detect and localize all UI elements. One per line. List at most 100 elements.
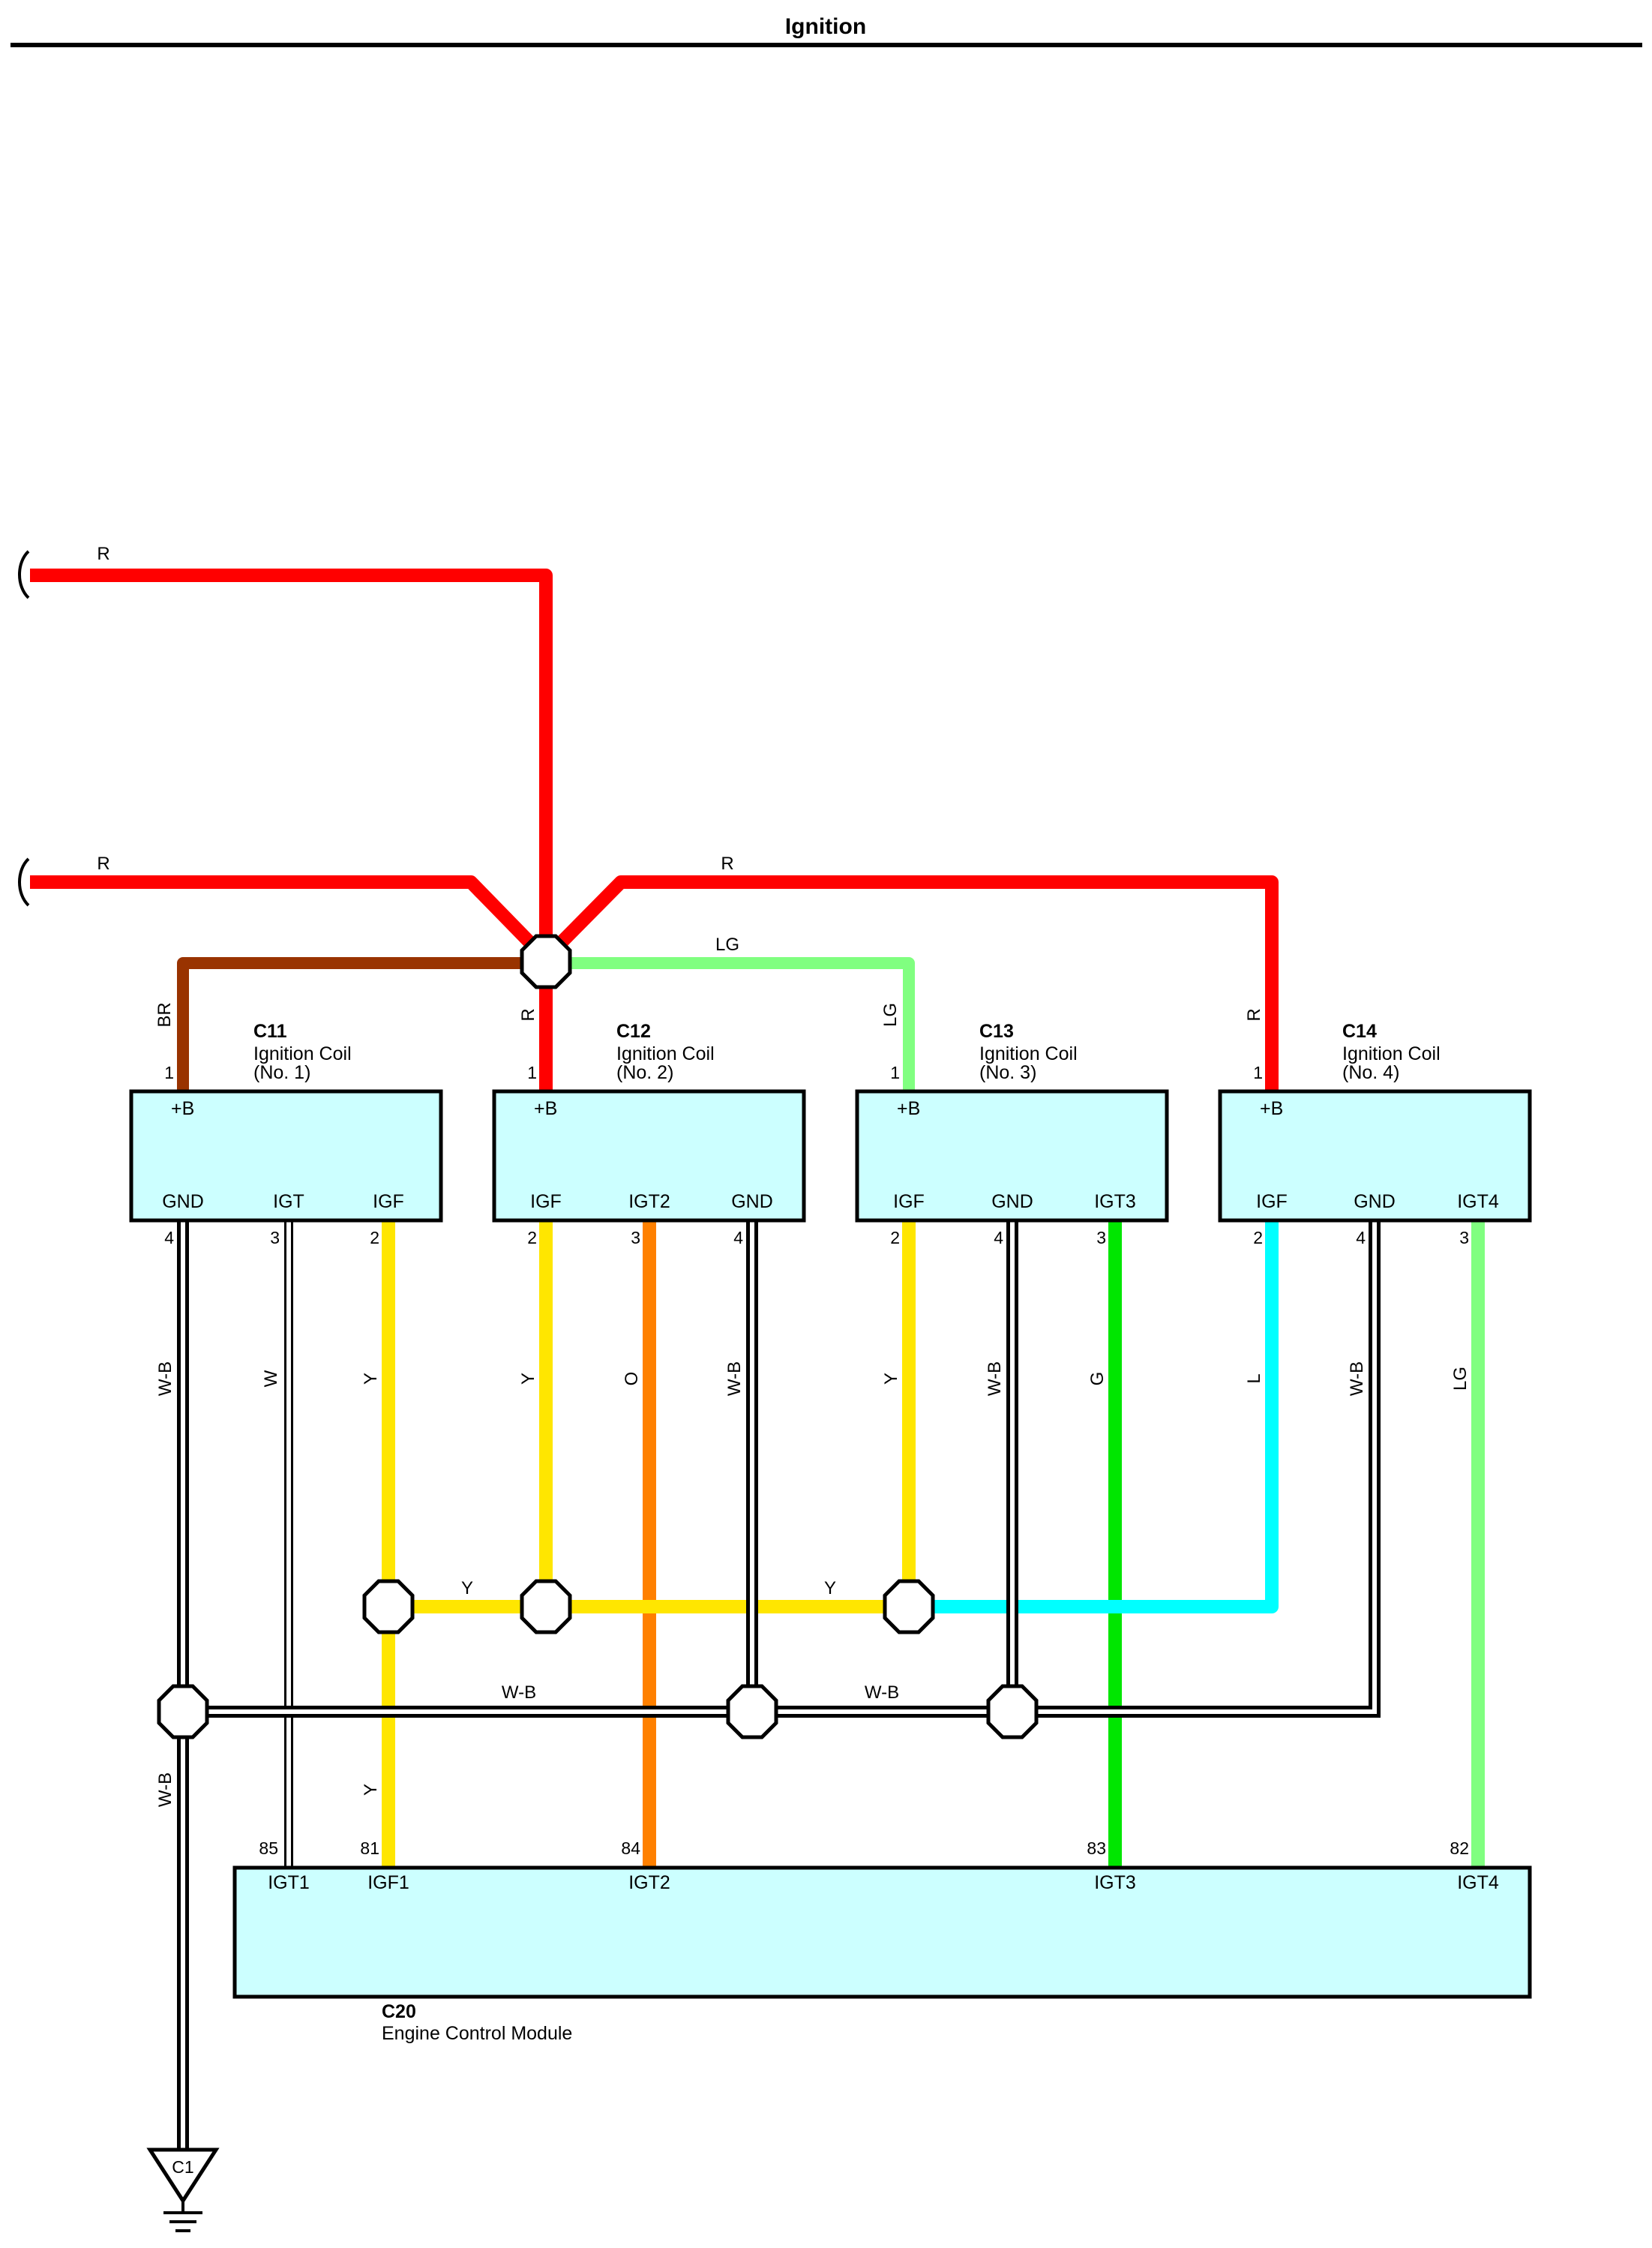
- wire-label: R: [1244, 1008, 1264, 1021]
- terminal-label: GND: [731, 1191, 773, 1212]
- splice-gnd-c11: [157, 1684, 209, 1739]
- terminal-label: IGF1: [367, 1872, 409, 1893]
- wire-label: Y: [361, 1373, 381, 1385]
- ground-bus: [183, 1220, 1381, 1718]
- wire-label: R: [97, 854, 109, 874]
- pin-number: 3: [1459, 1228, 1469, 1247]
- terminal-label: IGF: [893, 1191, 925, 1212]
- terminal-label: +B: [534, 1098, 557, 1119]
- wire-label: O: [622, 1372, 642, 1386]
- coil-c13: C13 Ignition Coil (No. 3) +B IGF GND IGT…: [855, 1021, 1169, 1396]
- pin-number: 4: [733, 1228, 743, 1247]
- wire-label: Y: [518, 1373, 538, 1385]
- pin-number: 82: [1450, 1838, 1469, 1858]
- wire-label: W: [261, 1370, 281, 1387]
- ecm-c20: IGT1 IGF1 IGT2 IGT3 IGT4 85 81 84 83 82 …: [232, 1838, 1532, 2044]
- pin-number: 85: [259, 1838, 278, 1858]
- ground-label: C1: [172, 2157, 193, 2177]
- terminal-label: IGT2: [628, 1872, 670, 1893]
- wire-label: R: [518, 1008, 538, 1021]
- pin-number: 4: [164, 1228, 174, 1247]
- terminal-label: +B: [897, 1098, 920, 1119]
- connector-name: Ignition Coil: [1342, 1043, 1441, 1064]
- wire-label: W-B: [502, 1682, 536, 1703]
- terminal-label: +B: [171, 1098, 194, 1119]
- pin-number: 83: [1087, 1838, 1106, 1858]
- terminal-label: IGT3: [1094, 1191, 1136, 1212]
- wire-label: Y: [824, 1578, 836, 1598]
- wire-label: W-B: [155, 1361, 175, 1396]
- coil-c12: C12 Ignition Coil (No. 2) +B IGF IGT2 GN…: [492, 1021, 806, 1396]
- wire-label: BR: [154, 1002, 175, 1027]
- pin-number: 1: [527, 1063, 537, 1082]
- splice-gnd-c12: [726, 1684, 778, 1739]
- wire-label: LG: [715, 935, 739, 955]
- wire-label: R: [97, 544, 109, 564]
- connector-id: C11: [253, 1021, 287, 1042]
- pin-number: 3: [631, 1228, 640, 1247]
- connector-name: Ignition Coil: [253, 1043, 352, 1064]
- pin-number: 2: [1253, 1228, 1263, 1247]
- connector-sub: (No. 2): [616, 1062, 673, 1083]
- connector-name: Ignition Coil: [979, 1043, 1078, 1064]
- terminal-label: IGT3: [1094, 1872, 1136, 1893]
- splice-igf-c11: [362, 1579, 415, 1634]
- terminal-label: GND: [1354, 1191, 1396, 1212]
- terminal-label: IGT4: [1457, 1872, 1499, 1893]
- connector-id: C12: [616, 1021, 651, 1042]
- pin-number: 1: [890, 1063, 900, 1082]
- wire-break-icon: [18, 857, 30, 907]
- wire-label: LG: [1450, 1367, 1471, 1391]
- l-wire-igf-c14: [909, 1220, 1279, 1613]
- wire-label: Y: [881, 1373, 901, 1385]
- lg-wire: [546, 957, 915, 1091]
- terminal-label: IGF: [373, 1191, 404, 1212]
- pin-number: 4: [1356, 1228, 1366, 1247]
- wire-label: W-B: [865, 1682, 899, 1703]
- wire-label: W-B: [1347, 1361, 1367, 1396]
- coil-c14: C14 Ignition Coil (No. 4) +B IGF GND IGT…: [1218, 1021, 1532, 1396]
- pin-number: 84: [621, 1838, 640, 1858]
- wire-label: G: [1087, 1372, 1108, 1386]
- pin-number: 3: [1096, 1228, 1106, 1247]
- wire-label: LG: [880, 1003, 901, 1027]
- connector-id: C14: [1342, 1021, 1377, 1042]
- terminal-label: IGT1: [268, 1872, 310, 1893]
- splice-gnd-c13: [986, 1684, 1039, 1739]
- splices: [157, 1579, 1039, 1739]
- connector-sub: (No. 1): [253, 1062, 310, 1083]
- splice-junction: [520, 934, 572, 989]
- ground-c1: C1: [146, 2147, 220, 2232]
- terminal-label: IGT2: [628, 1191, 670, 1212]
- terminal-label: IGF: [530, 1191, 562, 1212]
- pin-number: 4: [994, 1228, 1003, 1247]
- wire-label: Y: [461, 1578, 473, 1598]
- red-feed-upper: R: [18, 544, 553, 961]
- pin-number: 2: [370, 1228, 379, 1247]
- connector-sub: (No. 3): [979, 1062, 1036, 1083]
- terminal-label: GND: [991, 1191, 1033, 1212]
- pin-number: 2: [890, 1228, 900, 1247]
- splice-igf-c13: [883, 1579, 935, 1634]
- red-feed-c14: R: [553, 854, 1279, 1091]
- connector-sub: (No. 4): [1342, 1062, 1399, 1083]
- terminal-label: IGT4: [1457, 1191, 1499, 1212]
- pin-number: 2: [527, 1228, 537, 1247]
- wire-label: W-B: [985, 1361, 1005, 1396]
- terminal-label: GND: [162, 1191, 204, 1212]
- connector-name: Ignition Coil: [616, 1043, 715, 1064]
- pin-number: 81: [360, 1838, 379, 1858]
- wire-label: W-B: [155, 1772, 175, 1807]
- wire-label: W-B: [724, 1361, 745, 1396]
- connector-name: Engine Control Module: [382, 2023, 572, 2044]
- terminal-label: IGF: [1256, 1191, 1288, 1212]
- red-feed-lower: R: [18, 854, 538, 950]
- connector-id: C20: [382, 2001, 416, 2022]
- splice-igf-c12: [520, 1579, 572, 1634]
- terminal-label: +B: [1260, 1098, 1283, 1119]
- br-wire: [177, 957, 546, 1091]
- terminal-label: IGT: [273, 1191, 304, 1212]
- wire-break-icon: [18, 550, 30, 599]
- ground-triangle: [146, 2147, 220, 2204]
